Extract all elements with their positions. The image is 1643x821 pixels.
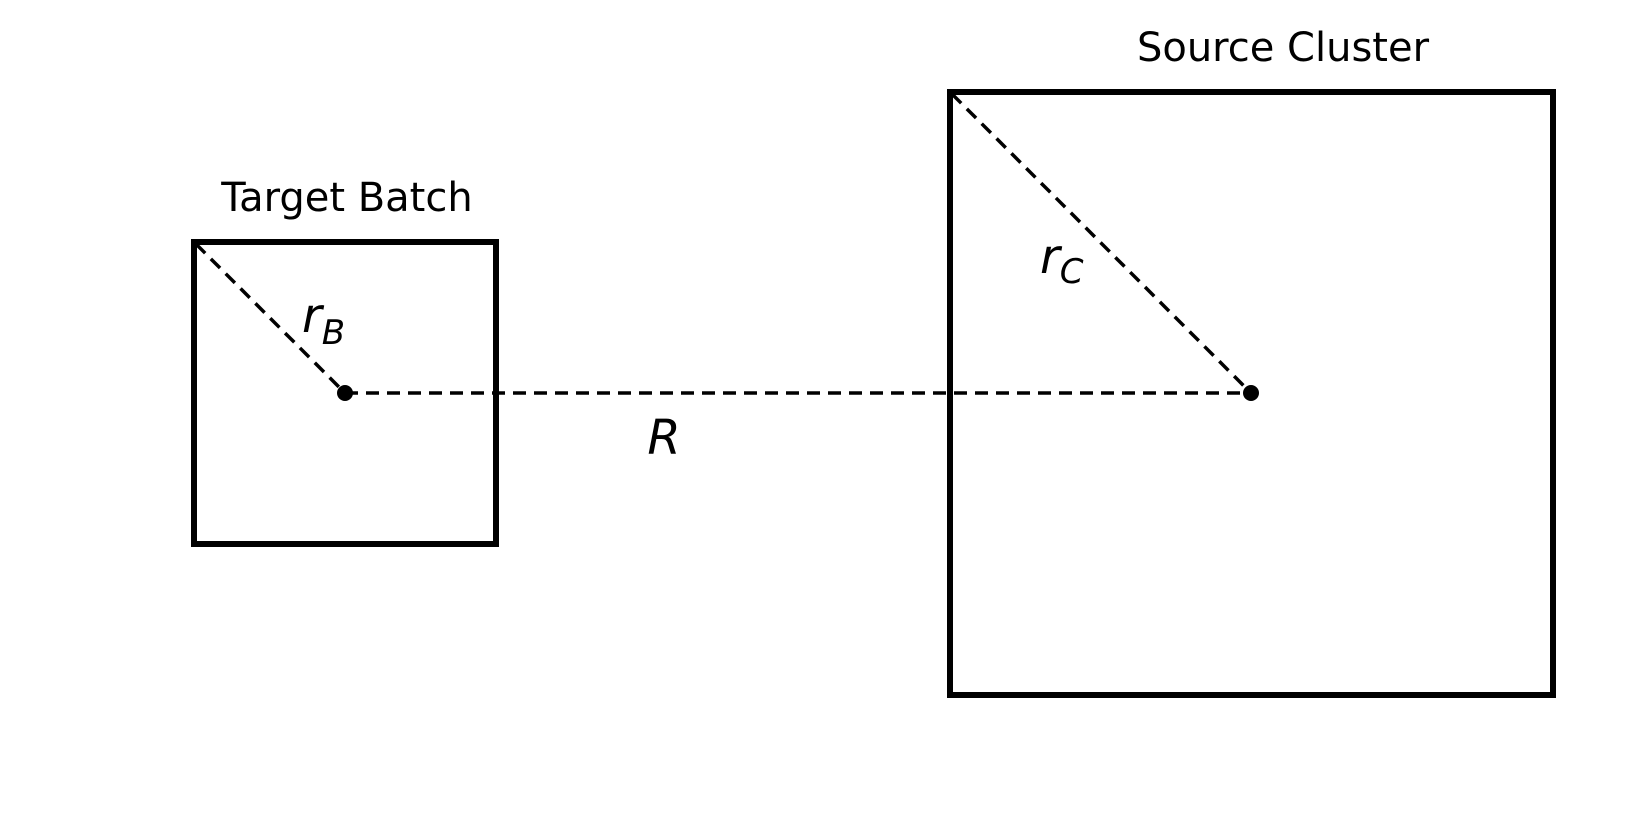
target-batch-group: Target Batch rB	[191, 175, 499, 547]
source-cluster-radius-label: rC	[1040, 229, 1084, 292]
target-batch-radius-subscript: B	[322, 313, 345, 353]
source-cluster-title: Source Cluster	[1137, 25, 1430, 71]
source-cluster-group: Source Cluster rC	[947, 25, 1556, 698]
separation-label: R	[647, 410, 680, 466]
source-cluster-radius-symbol: r	[1040, 229, 1063, 285]
target-batch-title: Target Batch	[220, 175, 472, 221]
source-cluster-box	[947, 89, 1556, 698]
target-batch-radius-line	[194, 242, 347, 395]
source-cluster-radius-line	[950, 92, 1253, 395]
target-batch-radius-symbol: r	[302, 288, 325, 344]
separation-group: R	[345, 391, 1251, 466]
target-batch-radius-label: rB	[302, 288, 345, 353]
source-cluster-radius-subscript: C	[1060, 252, 1084, 292]
